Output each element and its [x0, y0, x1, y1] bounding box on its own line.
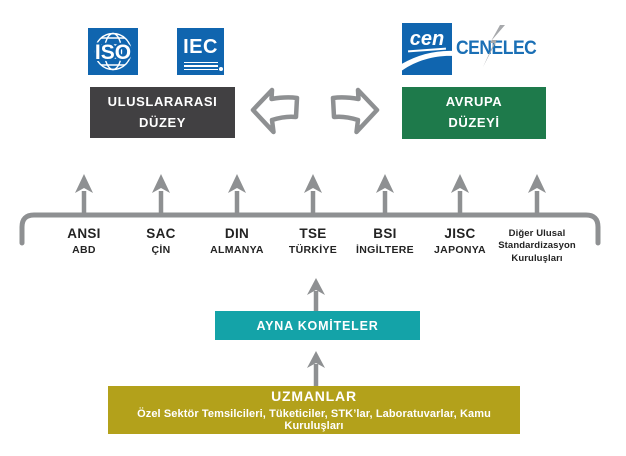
national-body-country: İNGİLTERE [356, 244, 414, 256]
national-body-ansi: ANSI ABD [67, 226, 100, 256]
cen-wordmark: cen [410, 28, 444, 50]
cen-logo-art: cen [402, 23, 452, 75]
national-body-country: ALMANYA [210, 244, 264, 256]
national-body-name: BSI [373, 226, 397, 241]
iec-dot [218, 67, 223, 72]
european-level-line1: AVRUPA [445, 94, 503, 110]
mirror-committees-box: AYNA KOMİTELER [215, 311, 420, 340]
cenelec-wordmark: CENELEC [456, 38, 537, 59]
iso-logo: ISO [88, 28, 138, 75]
national-body-country: TÜRKİYE [288, 244, 338, 256]
national-body-other: Diğer Ulusal Standardizasyon Kuruluşları [489, 228, 585, 265]
national-body-name: ANSI [67, 226, 101, 241]
national-connector [19, 174, 601, 246]
experts-title: UZMANLAR [271, 388, 357, 404]
experts-box: UZMANLAR Özel Sektör Temsilcileri, Tüket… [108, 386, 520, 434]
national-body-name: SAC [146, 226, 176, 241]
iec-lines-decoration [183, 60, 223, 72]
iec-logo: IEC [177, 28, 224, 75]
cenelec-logo: CENELEC [456, 25, 544, 67]
national-body-country: JAPONYA [434, 244, 486, 256]
national-body-bsi: BSI İNGİLTERE [356, 226, 414, 256]
hollow-right-arrow-icon [330, 87, 380, 135]
up-arrow-mirror-to-tse-icon [307, 278, 325, 312]
national-body-country: ABD [72, 244, 96, 256]
mirror-committees-label: AYNA KOMİTELER [256, 318, 379, 333]
iso-wordmark: ISO [95, 41, 131, 64]
european-level-box: AVRUPA DÜZEYİ [402, 87, 546, 139]
experts-subtitle: Özel Sektör Temsilcileri, Tüketiciler, S… [137, 408, 491, 432]
national-body-tse: TSE TÜRKİYE [289, 226, 337, 256]
national-body-name: DIN [224, 226, 250, 241]
cen-logo: cen [402, 23, 452, 75]
national-body-country: ÇİN [151, 244, 171, 256]
international-level-box: ULUSLARARASI DÜZEY [90, 87, 235, 138]
national-body-name: Diğer Ulusal Standardizasyon Kuruluşları [498, 228, 576, 264]
iec-wordmark: IEC [183, 35, 218, 58]
international-level-line1: ULUSLARARASI [107, 93, 218, 109]
national-body-sac: SAC ÇİN [146, 226, 175, 256]
international-level-line2: DÜZEY [138, 114, 187, 130]
european-level-line2: DÜZEYİ [448, 115, 500, 130]
national-body-jisc: JISC JAPONYA [434, 226, 486, 256]
hollow-left-arrow-icon [250, 87, 300, 135]
globe-icon: ISO [93, 32, 133, 71]
national-body-name: JISC [444, 226, 476, 241]
national-body-din: DIN ALMANYA [210, 226, 264, 256]
national-body-name: TSE [299, 226, 327, 241]
up-arrow-experts-to-mirror-icon [307, 351, 325, 387]
